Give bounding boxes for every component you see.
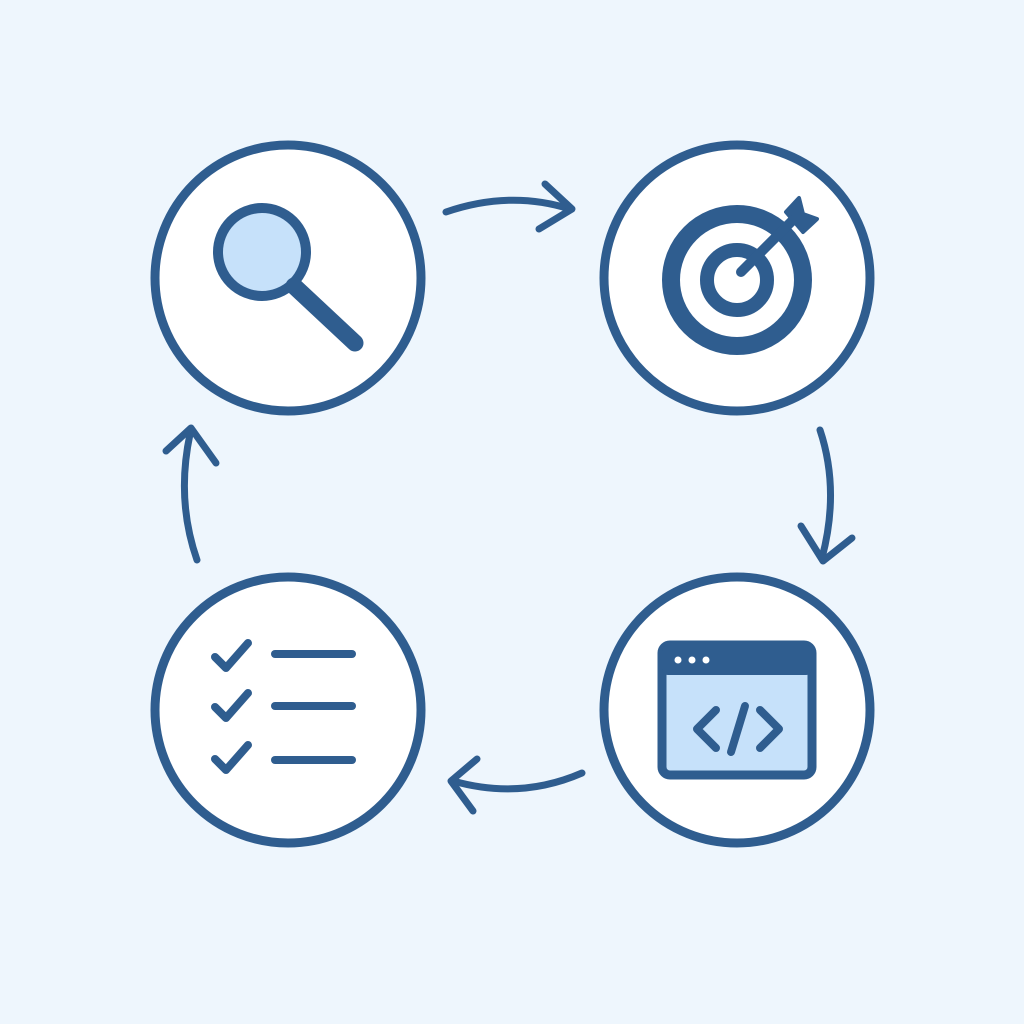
node-code — [599, 572, 875, 848]
node-checklist — [150, 572, 426, 848]
arrow-target-to-code-icon — [797, 426, 856, 565]
checklist-icon — [211, 639, 356, 774]
node-target-circle — [599, 140, 875, 416]
node-research — [150, 140, 426, 416]
arrow-research-to-target-icon — [442, 180, 576, 233]
code-window-icon — [657, 640, 817, 780]
node-target — [599, 140, 875, 416]
arrow-checklist-to-research-icon — [162, 424, 220, 564]
magnifying-glass-icon — [213, 203, 364, 352]
arrow-code-to-checklist-icon — [447, 755, 586, 815]
target-arrow-icon — [662, 196, 819, 355]
